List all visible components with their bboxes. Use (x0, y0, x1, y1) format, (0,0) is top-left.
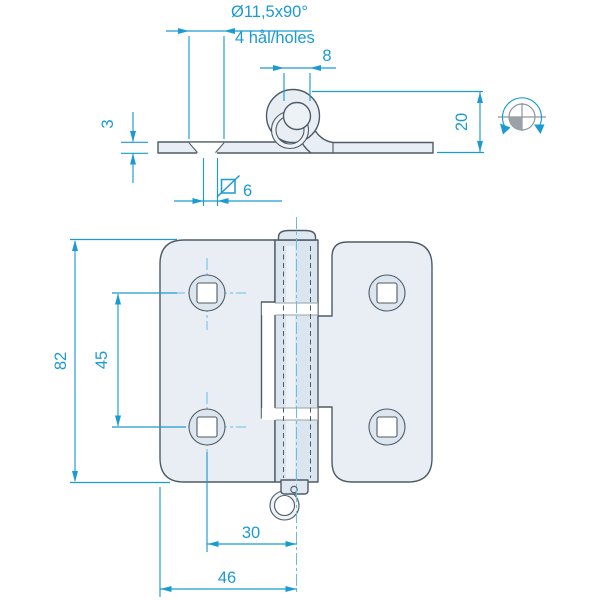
square-hole-symbol-icon (216, 174, 241, 198)
dim-edge-to-pin: 46 (159, 487, 297, 597)
hole-bottom-left (152, 392, 246, 464)
dim-overall-height: 82 (52, 238, 177, 484)
ring-clip (290, 485, 298, 494)
side-height-label: 20 (453, 113, 471, 131)
dim-plate-thickness: 3 (99, 112, 148, 183)
side-countersink-hole (188, 142, 225, 155)
hole-top-right (368, 274, 406, 312)
side-right-plate (298, 126, 434, 154)
hole-bottom-right (368, 408, 406, 446)
side-pin (282, 101, 312, 131)
front-view: 82 45 30 46 (52, 217, 433, 597)
dim-pin-width: 8 (260, 47, 336, 101)
hole-top-left (152, 258, 246, 330)
hole-diameter-label: 6 (243, 182, 252, 200)
pin-width-label: 8 (322, 47, 331, 65)
overall-height-label: 82 (52, 352, 70, 370)
pin-tip (280, 479, 309, 495)
front-right-leaf (316, 241, 433, 483)
front-left-leaf (159, 239, 276, 483)
edge-to-pin-label: 46 (218, 569, 236, 587)
pin-cap (277, 229, 317, 241)
side-view: Ø11,5x90° 4 hål/holes 8 20 (99, 3, 484, 206)
hole-spacing-label: 45 (93, 351, 111, 369)
countersink-label: Ø11,5x90° (231, 3, 308, 21)
plate-thickness-label: 3 (99, 119, 117, 128)
hole-to-pin-label: 30 (242, 524, 260, 542)
dim-countersink: Ø11,5x90° 4 hål/holes (166, 3, 315, 139)
dim-hole-spacing: 45 (93, 292, 186, 428)
holes-note-label: 4 hål/holes (235, 29, 315, 47)
dim-hole-to-pin: 30 (206, 452, 297, 552)
dim-side-height: 20 (312, 90, 484, 154)
dim-hole-diameter: 6 (174, 158, 282, 206)
projection-symbol (498, 97, 546, 135)
front-pull-ring (269, 490, 300, 521)
